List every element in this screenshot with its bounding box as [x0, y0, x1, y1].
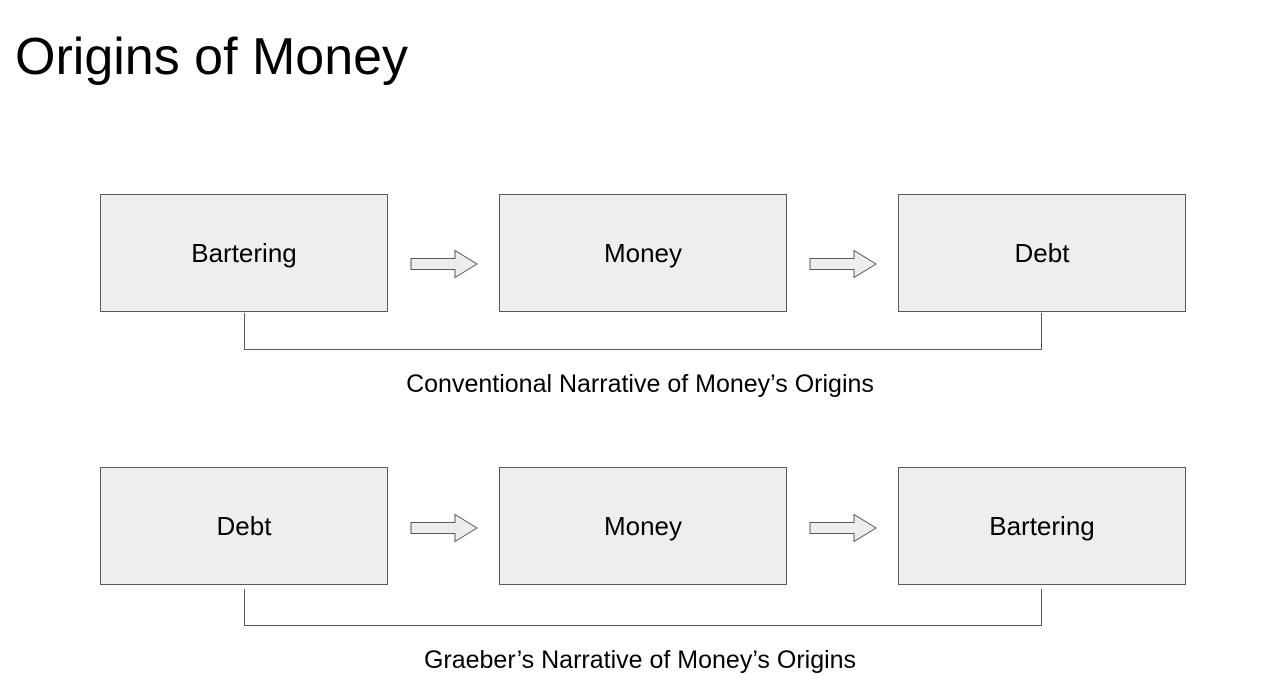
step-box: Money	[499, 194, 787, 312]
right-arrow-icon	[809, 513, 877, 543]
step-box: Money	[499, 467, 787, 585]
right-arrow-icon	[809, 249, 877, 279]
right-arrow-icon	[410, 513, 478, 543]
step-box: Debt	[100, 467, 388, 585]
step-box: Bartering	[100, 194, 388, 312]
narrative-caption: Graeber’s Narrative of Money’s Origins	[423, 646, 857, 674]
grouping-bracket	[244, 589, 1042, 626]
page-title: Origins of Money	[15, 28, 409, 86]
grouping-bracket	[244, 313, 1042, 350]
step-box: Debt	[898, 194, 1186, 312]
narrative-caption: Conventional Narrative of Money’s Origin…	[406, 370, 874, 398]
right-arrow-icon	[410, 249, 478, 279]
step-box: Bartering	[898, 467, 1186, 585]
